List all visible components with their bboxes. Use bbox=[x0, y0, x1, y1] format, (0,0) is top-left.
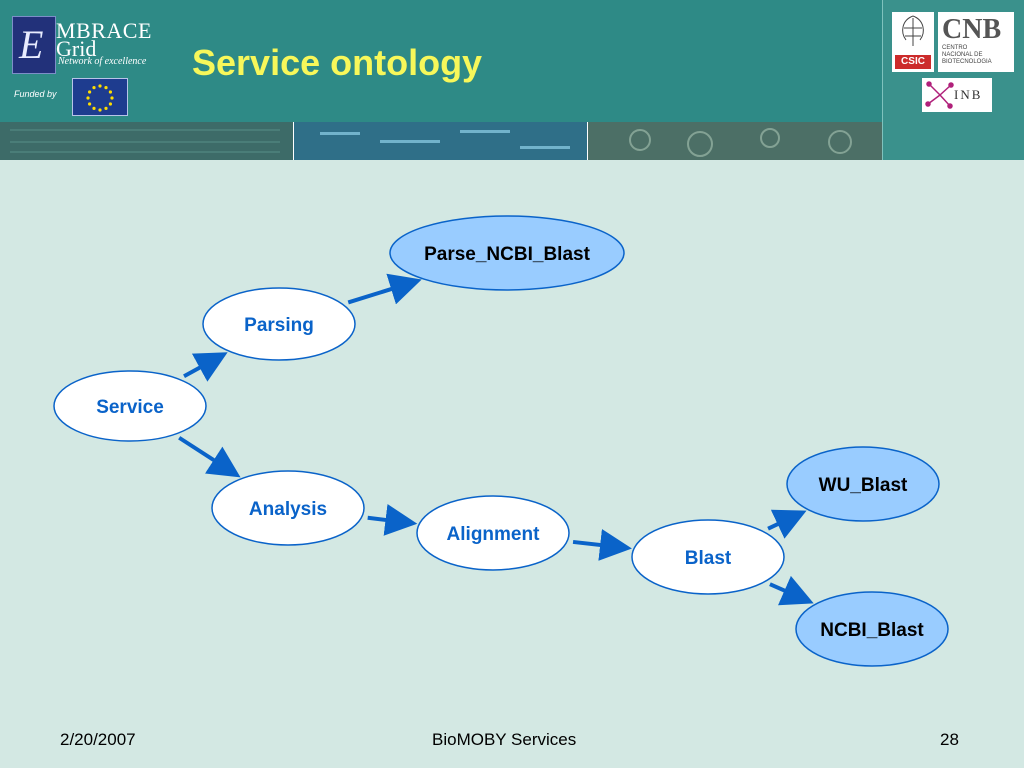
embrace-logo-text: MBRACE bbox=[56, 18, 152, 43]
node-label: Analysis bbox=[249, 499, 327, 520]
arrow-analysis-to-alignment bbox=[367, 504, 418, 536]
embrace-logo-letter: E bbox=[19, 22, 44, 67]
arrow-parsing-to-parse_ncbi_blast bbox=[347, 273, 422, 305]
footer-date: 2/20/2007 bbox=[60, 730, 136, 749]
inb-logo: INB bbox=[922, 78, 992, 112]
node-ellipse bbox=[53, 370, 207, 442]
cnb-logo-text: CNB bbox=[942, 14, 1002, 45]
funded-by-label: Funded by bbox=[14, 89, 57, 99]
node-label: Alignment bbox=[447, 524, 541, 545]
embrace-logo-grid: Grid bbox=[56, 36, 97, 61]
node-ellipse bbox=[631, 519, 785, 595]
node-label: NCBI_Blast bbox=[820, 620, 924, 641]
node-wu-blast: WU_Blast bbox=[786, 446, 940, 522]
node-label: Service bbox=[96, 397, 164, 418]
csic-logo-label: CSIC bbox=[895, 55, 931, 69]
arrow-service-to-parsing bbox=[183, 352, 228, 382]
node-parse-ncbi-blast: Parse_NCBI_Blast bbox=[389, 215, 625, 291]
node-ellipse bbox=[211, 470, 365, 546]
node-ellipse bbox=[416, 495, 570, 571]
node-analysis: Analysis bbox=[211, 470, 365, 546]
csic-logo: CSIC bbox=[892, 12, 934, 72]
arrow-blast-to-wu_blast bbox=[767, 509, 807, 539]
node-ellipse bbox=[389, 215, 625, 291]
embrace-logo-tagline: Network of excellence bbox=[58, 56, 147, 67]
eu-flag-icon bbox=[72, 78, 128, 116]
cnb-logo-subtitle: CENTRO NACIONAL DE BIOTECNOLOGIA bbox=[942, 45, 992, 65]
node-alignment: Alignment bbox=[416, 495, 570, 571]
arrow-service-to-analysis bbox=[178, 436, 241, 478]
footer-title: BioMOBY Services bbox=[432, 730, 577, 749]
node-label: Parsing bbox=[244, 315, 314, 336]
node-parsing: Parsing bbox=[202, 287, 356, 361]
node-ellipse bbox=[202, 287, 356, 361]
node-ncbi-blast: NCBI_Blast bbox=[795, 591, 949, 667]
node-label: Blast bbox=[685, 548, 732, 569]
node-blast: Blast bbox=[631, 519, 785, 595]
slide-header: E MBRACE Grid Network of excellence Fund… bbox=[0, 0, 1024, 160]
header-image-band bbox=[0, 122, 882, 160]
slide-title: Service ontology bbox=[192, 42, 483, 83]
node-ellipse bbox=[786, 446, 940, 522]
arrow-alignment-to-blast bbox=[572, 529, 632, 561]
footer-page-number: 28 bbox=[940, 730, 959, 749]
arrow-blast-to-ncbi_blast bbox=[769, 575, 814, 606]
inb-logo-text: INB bbox=[954, 87, 983, 102]
node-ellipse bbox=[795, 591, 949, 667]
node-label: WU_Blast bbox=[819, 475, 908, 496]
embrace-logo: E bbox=[12, 16, 56, 74]
node-service: Service bbox=[53, 370, 207, 442]
cnb-logo: CNB CENTRO NACIONAL DE BIOTECNOLOGIA bbox=[938, 12, 1014, 72]
node-label: Parse_NCBI_Blast bbox=[424, 244, 590, 265]
